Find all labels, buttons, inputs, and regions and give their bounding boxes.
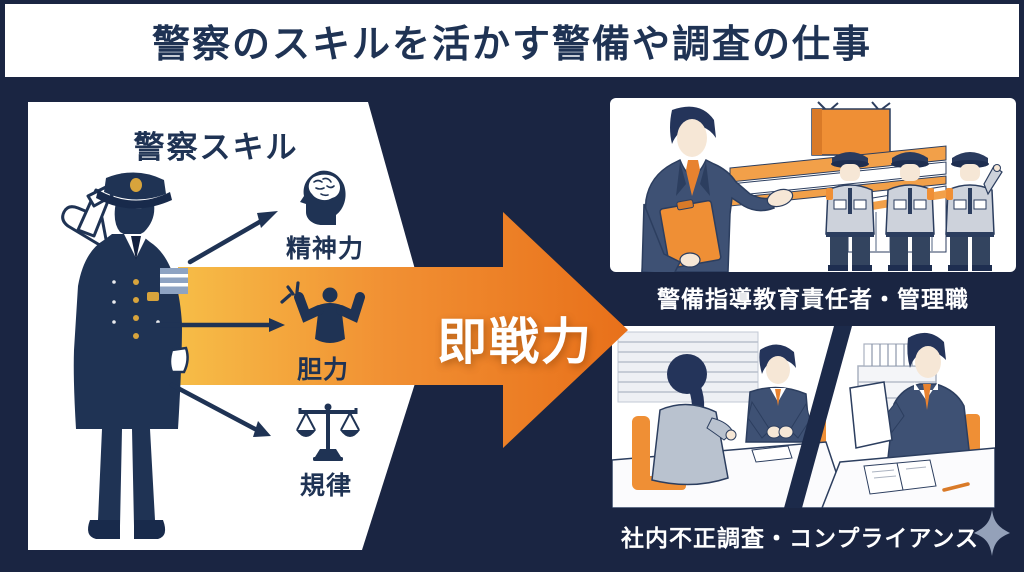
security-manager-caption: 警備指導教育責任者・管理職 [657,286,969,312]
flex-muscles-icon [280,281,365,343]
skill-label-mental: 精神力 [285,235,364,263]
cap-emblem [130,178,142,192]
arrow-to-discipline [169,382,258,432]
title-banner: 警察のスキルを活かす警備や調査の仕事 [5,4,1019,77]
held-document [849,381,893,449]
suited-manager [641,106,794,272]
sparkle-icon [974,510,1010,556]
pen [942,482,970,492]
orange-flow-arrow [178,212,628,448]
security-guards [825,152,1003,271]
scales-icon [296,403,360,461]
officer-hand [168,346,189,374]
skill-label-guts: 胆力 [296,356,349,384]
investigation-caption: 社内不正調査・コンプライアンス [621,525,979,551]
brain-icon [300,170,346,225]
armband [160,268,188,294]
arrow-to-mental [187,217,266,265]
skill-label-discipline: 規律 [299,472,352,500]
security-manager-illustration [610,98,1016,272]
open-hand [766,188,794,208]
page-title: 警察のスキルを活かす警備や調査の仕事 [151,24,872,66]
skill-connector-arrows [155,211,285,437]
document-review-scene [821,332,995,508]
police-skills-heading: 警察スキル [133,130,299,165]
chest-badge [147,292,159,301]
police-officer-illustration [61,172,189,539]
investigation-illustration [612,326,995,508]
scene-divider [784,326,852,508]
ready-force-label: 即戦力 [437,314,593,370]
